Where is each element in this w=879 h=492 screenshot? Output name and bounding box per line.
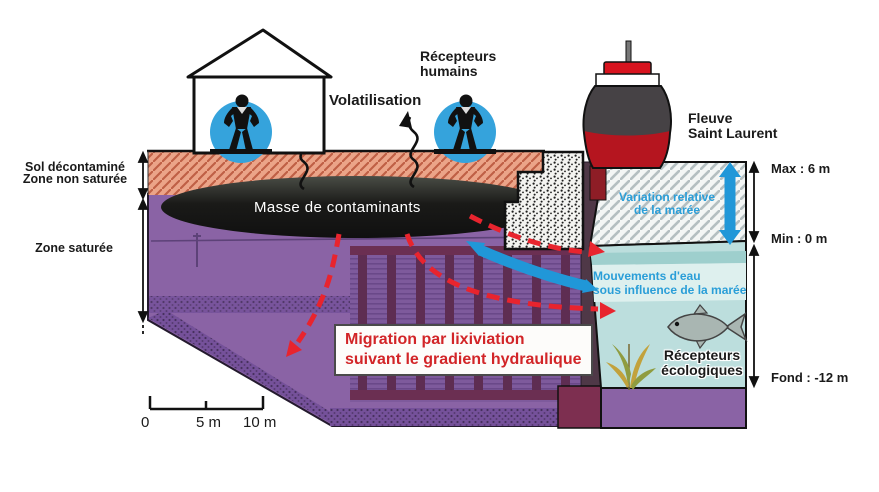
unsaturated-zone-label: Sol décontaminé Zone non saturée [22, 160, 128, 186]
buried-line [150, 236, 554, 242]
scale-bar [148, 396, 265, 411]
water-band-light [592, 263, 746, 302]
contaminant-mass-label: Masse de contaminants [254, 199, 421, 216]
human-receptors-label: Récepteurs humains [420, 48, 497, 79]
migration-arrowhead-left [286, 340, 302, 357]
saturated-zone-label: Zone saturée [35, 241, 113, 255]
water-movement-arrowhead-right [582, 279, 598, 293]
river-bed [600, 387, 747, 429]
water-movement-label: Mouvements d'eau sous influence de la ma… [593, 269, 747, 297]
wall-foot-block [557, 385, 607, 429]
migration-arrowhead-mid [600, 302, 616, 319]
gravel-layer [149, 296, 363, 313]
buoy-icon [582, 40, 672, 169]
river-name-label: Fleuve Saint Laurent [688, 110, 778, 141]
tide-variation-label: Variation relative de la marée [618, 190, 716, 217]
fish-icon [667, 304, 748, 350]
max-level-label: Max : 6 m [771, 161, 831, 176]
scale-tick-0: 0 [141, 414, 150, 431]
volatilisation-label: Volatilisation [329, 92, 422, 109]
scale-tick-10m: 10 m [243, 414, 277, 431]
migration-arrowhead-top [588, 241, 605, 257]
plant-icon [606, 344, 656, 390]
volatilisation-arrowhead-2 [399, 111, 412, 128]
tide-range-arrowhead-bottom [719, 230, 741, 245]
bottom-crust [330, 408, 586, 426]
contaminant-mass-ellipse [161, 176, 555, 238]
water-movement-arrow [477, 244, 588, 292]
riprap-stone-icon [503, 150, 585, 251]
min-level-label: Min : 0 m [771, 231, 828, 246]
bottom-level-label: Fond : -12 m [771, 370, 849, 385]
buried-post [193, 233, 201, 267]
tide-range-arrowhead-top [719, 162, 741, 177]
water-band-dark [590, 251, 746, 265]
migration-arrows [295, 213, 599, 344]
water-movement-arrowhead-left [466, 241, 485, 256]
scale-tick-5m: 5 m [196, 414, 222, 431]
right-level-lines [748, 160, 760, 389]
slope-crust [148, 310, 350, 424]
left-depth-arrows [137, 150, 149, 337]
migration-label-box: Migration par lixiviation suivant le gra… [334, 324, 593, 376]
ecological-receptors-label: Récepteurs écologiques [661, 347, 743, 378]
